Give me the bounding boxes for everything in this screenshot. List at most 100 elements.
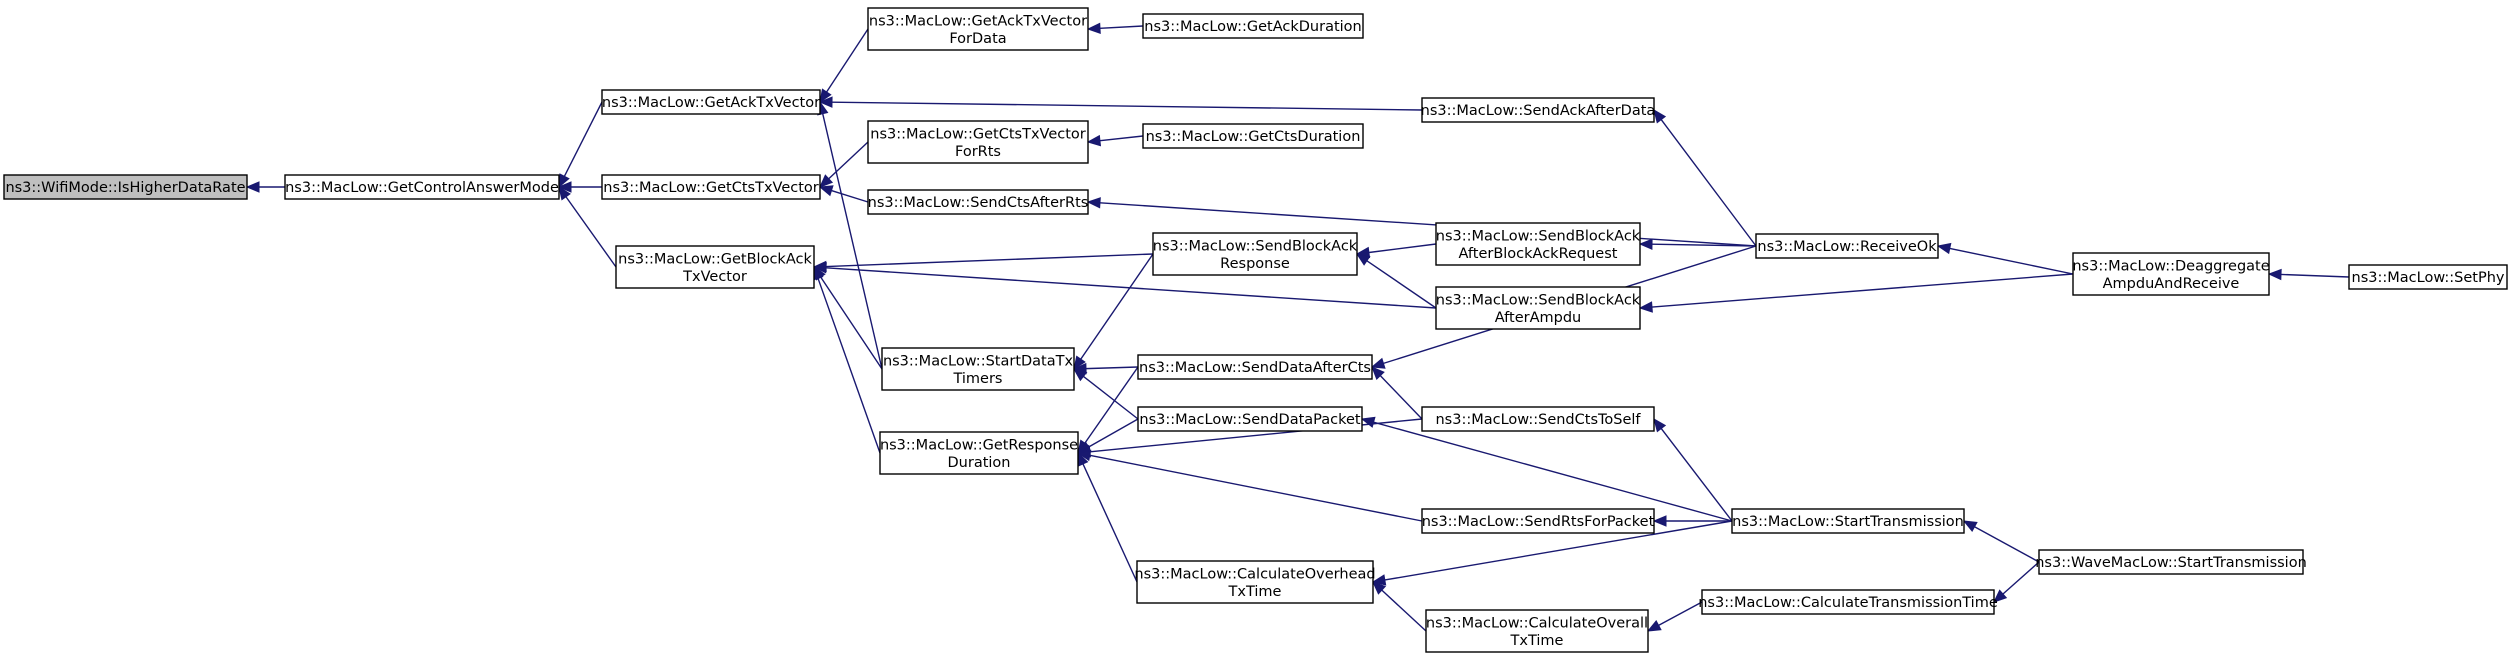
node-calculate-transmission-time[interactable]: ns3::MacLow::CalculateTransmissionTime <box>1698 589 1998 615</box>
node-label: ns3::MacLow::GetResponse <box>880 437 1078 453</box>
node-send-ack-after-data[interactable]: ns3::MacLow::SendAckAfterData <box>1421 97 1656 123</box>
node-get-cts-tx-vector[interactable]: ns3::MacLow::GetCtsTxVector <box>601 174 821 200</box>
node-box <box>867 189 1089 215</box>
node-label: AfterBlockAckRequest <box>1459 246 1618 262</box>
node-send-cts-to-self[interactable]: ns3::MacLow::SendCtsToSelf <box>1421 406 1655 432</box>
edge-get-cts-tx-vector-for-rts-to-get-cts-tx-vector <box>828 141 869 180</box>
node-receive-ok[interactable]: ns3::MacLow::ReceiveOk <box>1755 233 1939 259</box>
arrowhead <box>1076 449 1092 462</box>
node-label: ns3::MacLow::SendBlockAck <box>1153 238 1358 254</box>
node-is-higher-data-rate[interactable]: ns3::WifiMode::IsHigherDataRate <box>3 174 248 200</box>
node-box <box>1701 589 1995 615</box>
arrowhead <box>1360 416 1376 428</box>
arrowhead <box>1086 197 1101 209</box>
node-box <box>615 245 815 289</box>
node-box <box>1755 233 1939 259</box>
node-box <box>879 431 1079 475</box>
node-label: ns3::WifiMode::IsHigherDataRate <box>5 180 245 196</box>
edge-send-rts-for-packet-to-get-response-duration <box>1089 454 1423 522</box>
arrowhead <box>819 174 834 188</box>
node-label: ns3::MacLow::GetBlockAck <box>618 251 812 267</box>
edge-send-data-packet-to-start-data-tx-timers <box>1083 375 1139 420</box>
edge-receive-ok-to-send-block-ack-after-bar <box>1651 243 1757 247</box>
edge-set-phy-to-deaggregate-ampdu-and-receive <box>2280 273 2350 278</box>
edge-send-block-ack-response-to-get-block-ack-tx-vector <box>825 253 1154 268</box>
arrowhead <box>1370 357 1386 369</box>
node-box <box>867 120 1089 164</box>
node-label: ns3::MacLow::StartDataTx <box>883 353 1074 369</box>
node-get-ack-duration[interactable]: ns3::MacLow::GetAckDuration <box>1142 13 1364 39</box>
node-send-data-after-cts[interactable]: ns3::MacLow::SendDataAfterCts <box>1137 354 1373 380</box>
node-send-block-ack-after-bar[interactable]: ns3::MacLow::SendBlockAckAfterBlockAckRe… <box>1435 222 1641 266</box>
edge-get-ack-tx-vector-to-get-control-answer-mode <box>563 101 603 177</box>
node-get-cts-duration[interactable]: ns3::MacLow::GetCtsDuration <box>1142 123 1364 149</box>
edge-send-cts-to-self-to-get-response-duration <box>1089 418 1423 453</box>
node-label: ns3::MacLow::SendDataPacket <box>1139 412 1361 428</box>
node-label: ns3::MacLow::GetCtsTxVector <box>603 180 819 196</box>
node-send-data-packet[interactable]: ns3::MacLow::SendDataPacket <box>1137 406 1363 432</box>
edges-layer <box>245 22 2350 632</box>
arrowhead <box>1653 108 1667 124</box>
node-box <box>1137 354 1373 380</box>
node-label: ns3::MacLow::SendCtsToSelf <box>1435 412 1641 428</box>
edge-send-data-after-cts-to-get-response-duration <box>1084 366 1139 444</box>
edge-wave-start-transmission-to-start-transmission <box>1974 526 2040 563</box>
node-label: AfterAmpdu <box>1495 310 1581 326</box>
node-label: ns3::MacLow::SetPhy <box>2352 270 2505 286</box>
node-set-phy[interactable]: ns3::MacLow::SetPhy <box>2348 264 2508 290</box>
node-label: ns3::MacLow::ReceiveOk <box>1757 239 1937 255</box>
edge-deaggregate-ampdu-and-receive-to-send-block-ack-after-ampdu <box>1651 273 2074 308</box>
node-box <box>284 174 560 200</box>
edge-get-ack-duration-to-get-ack-tx-vector-for-data <box>1099 25 1144 30</box>
arrowhead <box>1072 368 1088 382</box>
node-label: ns3::MacLow::GetAckTxVector <box>602 95 820 111</box>
arrowhead <box>245 181 260 193</box>
edge-start-data-tx-timers-to-get-block-ack-tx-vector <box>820 276 883 370</box>
edge-receive-ok-to-send-ack-after-data <box>1660 119 1757 247</box>
arrowhead <box>557 181 572 193</box>
edge-send-ack-after-data-to-get-ack-tx-vector <box>831 101 1423 111</box>
arrowhead <box>812 262 827 274</box>
node-send-cts-after-rts[interactable]: ns3::MacLow::SendCtsAfterRts <box>867 189 1089 215</box>
arrowhead <box>818 185 834 197</box>
arrowhead <box>1638 301 1653 313</box>
node-label: AmpduAndReceive <box>2103 276 2240 292</box>
node-wave-start-transmission[interactable]: ns3::WaveMacLow::StartTransmission <box>2035 549 2307 575</box>
edge-get-ack-tx-vector-for-data-to-get-ack-tx-vector <box>826 28 869 93</box>
node-box <box>1421 508 1655 534</box>
arrowhead <box>818 96 833 108</box>
node-box <box>2038 549 2304 575</box>
arrowhead <box>819 88 832 104</box>
node-label: TxTime <box>1228 584 1282 600</box>
node-send-rts-for-packet[interactable]: ns3::MacLow::SendRtsForPacket <box>1421 508 1655 534</box>
node-label: Timers <box>952 371 1002 387</box>
edge-send-block-ack-after-ampdu-to-get-block-ack-tx-vector <box>825 267 1437 309</box>
edge-get-cts-duration-to-get-cts-tx-vector-for-rts <box>1099 135 1144 142</box>
node-label: ForRts <box>955 144 1001 160</box>
node-label: ns3::MacLow::StartTransmission <box>1732 514 1964 530</box>
edge-receive-ok-to-send-cts-after-rts <box>1099 202 1757 247</box>
edge-send-data-after-cts-to-start-data-tx-timers <box>1085 366 1139 370</box>
edge-wave-start-transmission-to-calculate-transmission-time <box>2002 561 2040 595</box>
node-start-transmission[interactable]: ns3::MacLow::StartTransmission <box>1731 508 1965 534</box>
edge-get-block-ack-tx-vector-to-get-control-answer-mode <box>565 196 617 268</box>
edge-send-cts-to-self-to-send-data-after-cts <box>1379 375 1423 420</box>
node-box <box>1435 222 1641 266</box>
node-label: ns3::MacLow::Deaggregate <box>2072 258 2269 274</box>
node-box <box>867 7 1089 51</box>
node-get-control-answer-mode[interactable]: ns3::MacLow::GetControlAnswerMode <box>284 174 560 200</box>
arrowhead <box>1653 417 1667 433</box>
node-label: ns3::MacLow::SendBlockAck <box>1436 228 1641 244</box>
node-get-ack-tx-vector[interactable]: ns3::MacLow::GetAckTxVector <box>601 89 821 115</box>
